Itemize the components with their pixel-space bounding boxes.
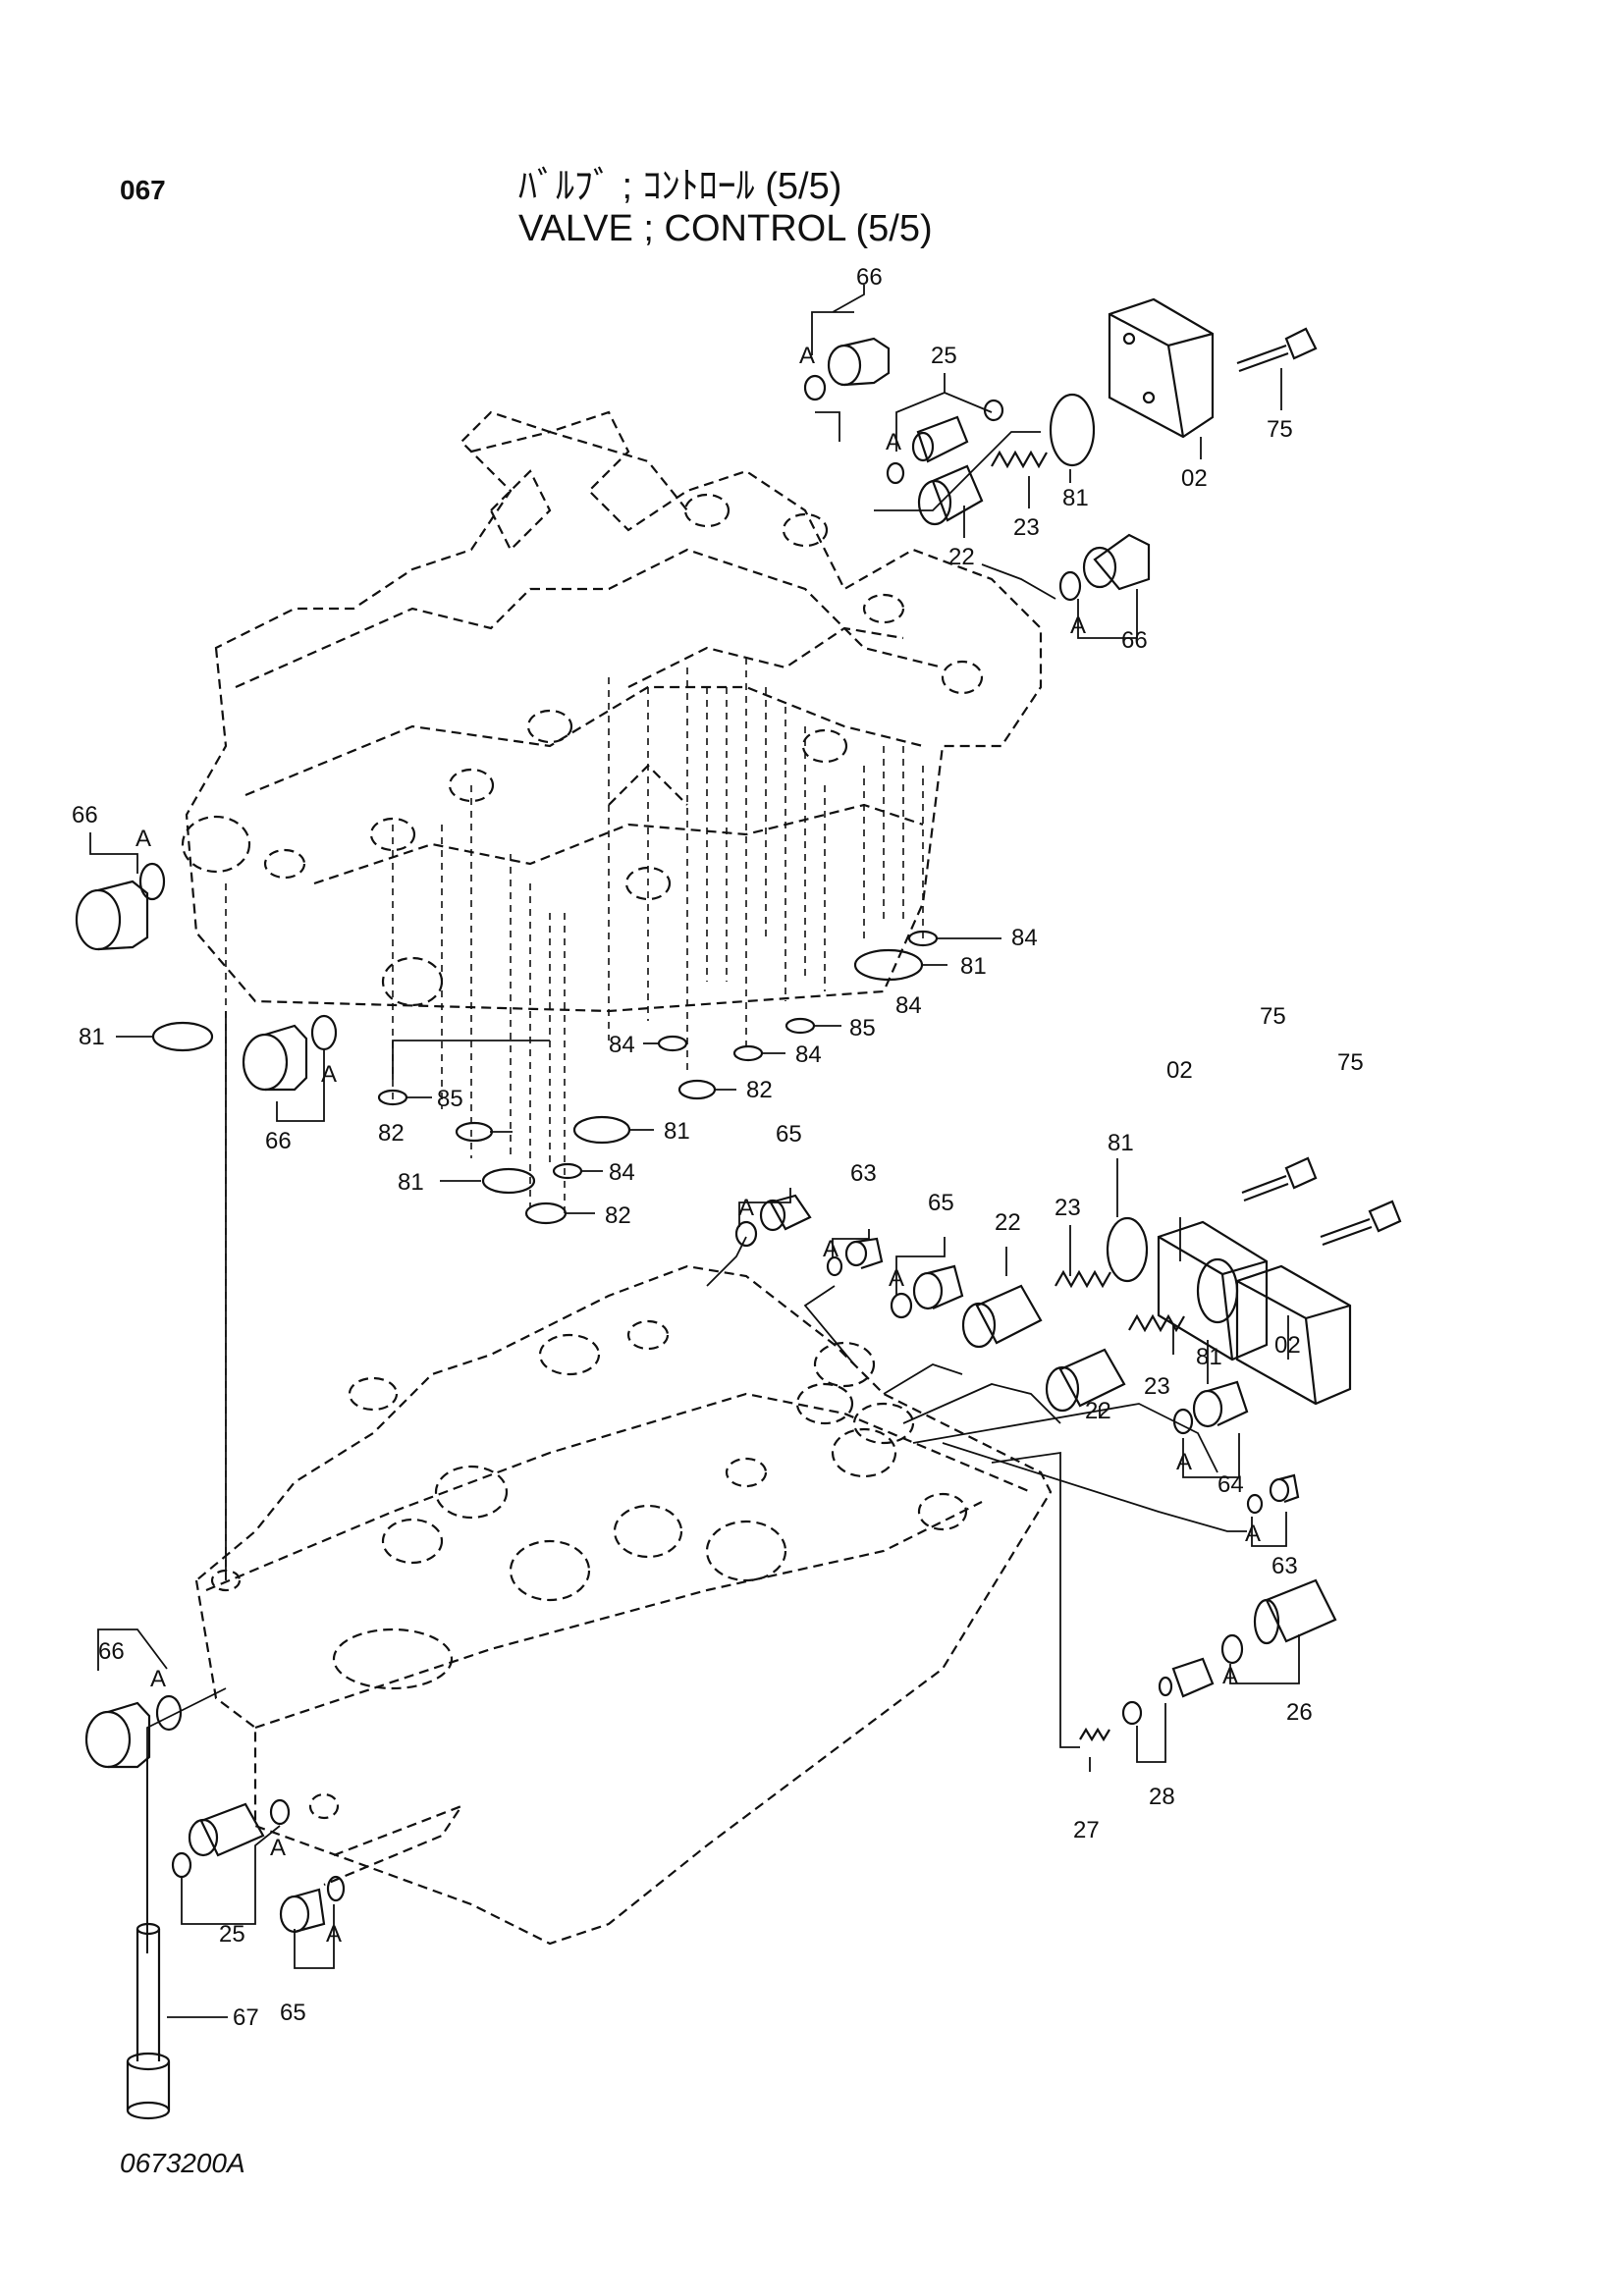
left-plug-66-upper	[75, 862, 166, 951]
callout-label: A	[1176, 1449, 1192, 1475]
callout-label: 02	[1274, 1332, 1301, 1359]
figure-id: 0673200A	[120, 2148, 245, 2178]
dashed-guides	[225, 658, 924, 1580]
callout-label: 25	[219, 1921, 245, 1948]
callout-label: 81	[79, 1024, 105, 1050]
lower-left-fitting-25	[171, 1798, 291, 1879]
upper-cover-02	[1108, 297, 1215, 439]
callout-label: 23	[1055, 1195, 1081, 1221]
left-plug-66-middle	[242, 1014, 338, 1092]
callout-label: 67	[233, 2004, 259, 2031]
callout-label: 82	[378, 1120, 405, 1147]
callout-label: 63	[850, 1160, 877, 1187]
callout-label: A	[150, 1666, 166, 1692]
callout-label: 26	[1286, 1699, 1313, 1726]
lower-cover-02-b	[1235, 1264, 1352, 1406]
upper-valve-body	[181, 410, 1043, 1013]
callout-label: 23	[1013, 514, 1040, 541]
callout-label: 28	[1149, 1784, 1175, 1810]
callout-label: 22	[1085, 1398, 1111, 1424]
callout-label: A	[738, 1195, 754, 1221]
callout-label: 85	[437, 1086, 463, 1112]
callout-label: A	[886, 429, 901, 455]
callout-label: A	[823, 1236, 839, 1262]
left-plug-66-lower	[84, 1694, 183, 1769]
title-japanese: ﾊﾞﾙﾌﾞ ; ｺﾝﾄﾛｰﾙ (5/5)	[518, 166, 842, 207]
guide-lines	[146, 411, 1247, 1953]
callout-label: 65	[928, 1190, 954, 1216]
callout-label: 84	[609, 1159, 635, 1186]
callout-label: 22	[948, 544, 975, 570]
callout-label: 81	[1108, 1130, 1134, 1156]
callout-label: 84	[1011, 925, 1038, 951]
lower-cover-02-a	[1157, 1220, 1269, 1362]
callout-brackets	[89, 285, 1300, 2018]
callout-label: 81	[960, 953, 987, 980]
callout-label: 64	[1217, 1471, 1244, 1498]
bolt-67	[126, 1922, 171, 2120]
callout-label: A	[889, 1265, 904, 1292]
callout-label: 81	[1196, 1344, 1222, 1370]
callout-label: A	[270, 1835, 286, 1861]
callout-label: 66	[265, 1128, 292, 1154]
callout-label: 75	[1337, 1049, 1364, 1076]
callout-label: A	[799, 343, 815, 369]
callout-label: A	[326, 1921, 342, 1948]
lower-parts-chain	[734, 1194, 1337, 1742]
callout-label: 65	[280, 2000, 306, 2026]
seal-leaders	[116, 937, 1001, 1214]
callout-label: 66	[72, 802, 98, 828]
callout-label: 22	[995, 1209, 1021, 1236]
callout-label: A	[321, 1061, 337, 1088]
callout-label: 27	[1073, 1817, 1100, 1843]
callout-label: 63	[1271, 1553, 1298, 1579]
callout-label: 84	[795, 1041, 822, 1068]
callout-label: 66	[98, 1638, 125, 1665]
callout-label: 25	[931, 343, 957, 369]
callout-label: 02	[1181, 465, 1208, 492]
title-english: VALVE ; CONTROL (5/5)	[518, 208, 933, 249]
callout-label: 65	[776, 1121, 802, 1148]
upper-parts-chain	[803, 337, 1151, 602]
callout-label: 84	[895, 992, 922, 1019]
callout-label: A	[1070, 613, 1086, 639]
callout-label: A	[135, 826, 151, 852]
lower-valve-body	[194, 1264, 1053, 1946]
callout-label: 82	[605, 1202, 631, 1229]
callout-label: A	[1222, 1663, 1238, 1689]
callout-label: 75	[1260, 1003, 1286, 1030]
callout-label: 23	[1144, 1373, 1170, 1400]
lower-bolts-75	[1241, 1156, 1402, 1247]
page-number: 067	[120, 175, 166, 205]
callout-label: A	[1245, 1521, 1261, 1547]
o-rings-upper	[151, 930, 939, 1225]
callout-label: 81	[664, 1118, 690, 1145]
callout-label: 75	[1267, 416, 1293, 443]
callout-label: 66	[1121, 627, 1148, 654]
callout-label: 81	[398, 1169, 424, 1196]
callout-labels: 66 A 25 A 75 81 02 23 22 66 A 66 A 84 81…	[72, 264, 1364, 2031]
callout-label: 82	[746, 1077, 773, 1103]
callout-label: 84	[609, 1032, 635, 1058]
callout-label: 02	[1166, 1057, 1193, 1084]
callout-label: 85	[849, 1015, 876, 1041]
callout-label: 81	[1062, 485, 1089, 511]
upper-bolt-75	[1236, 327, 1318, 373]
callout-label: 66	[856, 264, 883, 291]
